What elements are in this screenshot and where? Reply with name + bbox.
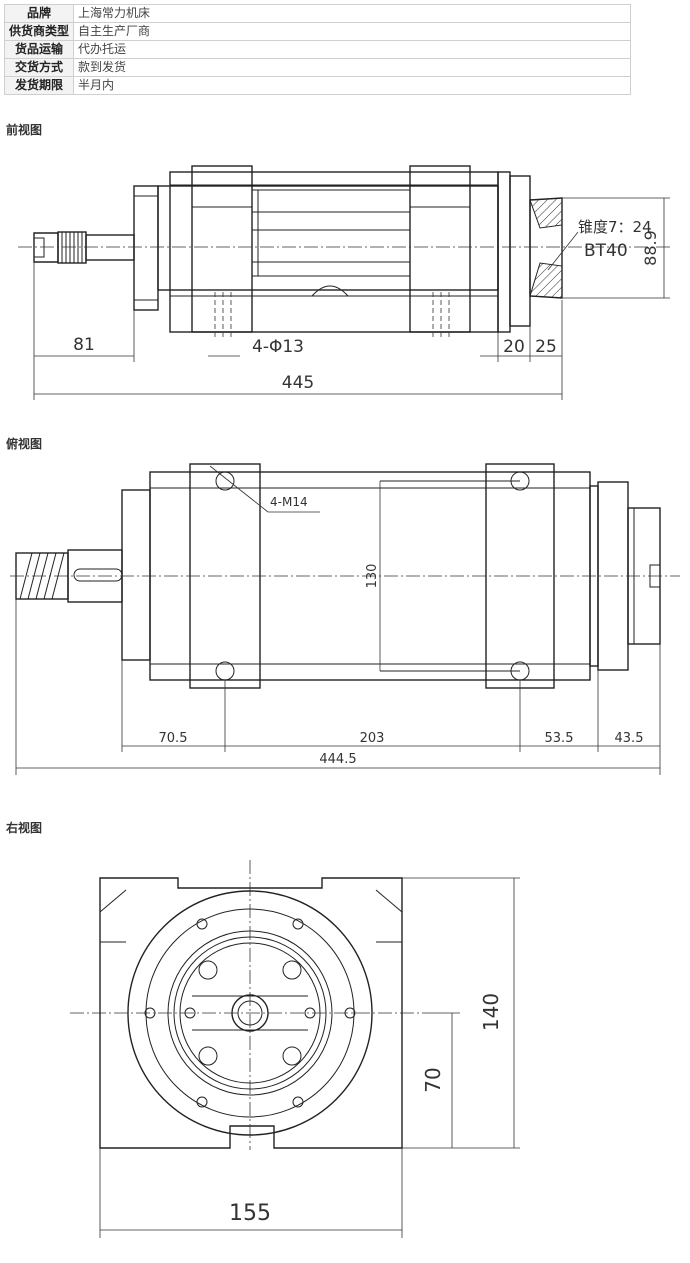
table-row: 供货商类型自主生产厂商: [4, 22, 631, 41]
dim-203: 203: [360, 731, 385, 746]
taper-ratio-label: 锥度7：24: [578, 218, 652, 236]
spec-value: 代办托运: [73, 40, 631, 59]
top-view-drawing: 130 4-M14 70.5 203 53.5 43.5 444.5: [10, 463, 680, 775]
right-view-drawing: 140 70 155: [70, 860, 520, 1238]
spec-value: 款到发货: [73, 58, 631, 77]
dim-43-5: 43.5: [615, 731, 644, 746]
dim-445: 445: [282, 373, 314, 393]
spec-value: 自主生产厂商: [73, 22, 631, 41]
dim-444-5: 444.5: [319, 752, 356, 767]
dim-140: 140: [479, 993, 503, 1031]
dim-thread: 4-M14: [270, 495, 308, 509]
spec-value: 半月内: [73, 76, 631, 95]
front-view-title: 前视图: [6, 123, 43, 137]
dim-70-5: 70.5: [159, 731, 188, 746]
dim-88-9: 88.9: [641, 230, 660, 266]
right-view-title: 右视图: [6, 821, 43, 835]
spec-label: 供货商类型: [4, 22, 74, 41]
table-row: 发货期限半月内: [4, 76, 631, 95]
spec-table: 品牌上海常力机床 供货商类型自主生产厂商 货品运输代办托运 交货方式款到发货 发…: [4, 4, 631, 95]
dim-20: 20: [503, 337, 525, 357]
dim-25: 25: [535, 337, 557, 357]
top-view-title: 俯视图: [6, 437, 43, 451]
spec-label: 货品运输: [4, 40, 74, 59]
dim-70: 70: [421, 1067, 445, 1092]
spec-label: 品牌: [4, 4, 74, 23]
spec-value: 上海常力机床: [73, 4, 631, 23]
spec-label: 发货期限: [4, 76, 74, 95]
taper-bt-label: BT40: [584, 241, 628, 261]
dim-81: 81: [73, 335, 95, 355]
dim-holes: 4-Φ13: [252, 337, 304, 357]
table-row: 交货方式款到发货: [4, 58, 631, 77]
table-row: 货品运输代办托运: [4, 40, 631, 59]
dim-155: 155: [229, 1201, 271, 1226]
table-row: 品牌上海常力机床: [4, 4, 631, 23]
spec-label: 交货方式: [4, 58, 74, 77]
front-view-drawing: 81 4-Φ13 20 25 445 锥度7：24 BT40 88.9: [18, 165, 670, 400]
dim-53-5: 53.5: [545, 731, 574, 746]
